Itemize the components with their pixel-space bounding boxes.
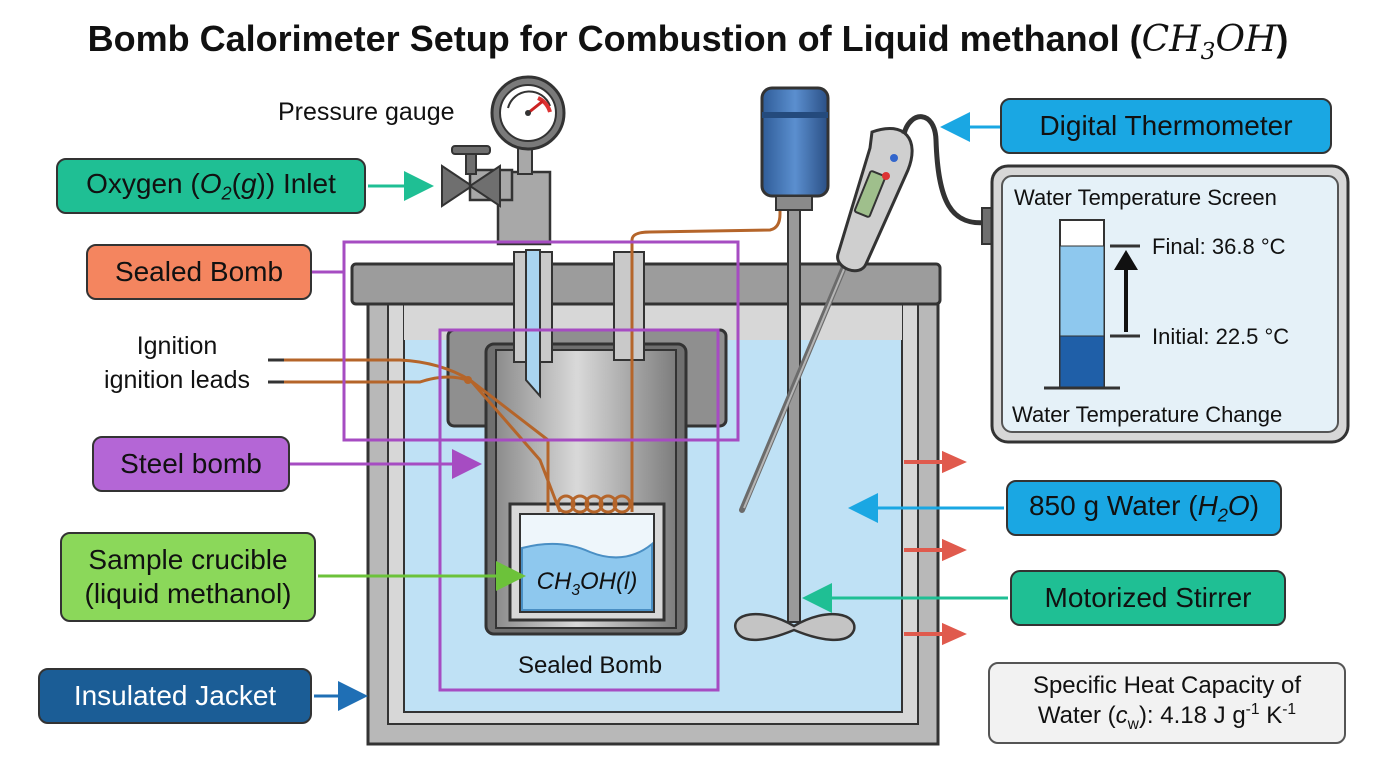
sample-formula-label: CH3OH(l)	[536, 568, 638, 599]
title-text: Bomb Calorimeter Setup for Combustion of…	[87, 18, 1142, 59]
steel-bomb-label: Steel bomb	[92, 436, 290, 492]
screen-header: Water Temperature Screen	[1014, 185, 1277, 210]
sealed-bomb-outline	[342, 240, 740, 692]
sample-crucible-label: Sample crucible (liquid methanol)	[60, 532, 316, 622]
heat-arrows	[904, 450, 967, 646]
screen-initial-reading: Initial: 22.5 °C	[1152, 324, 1290, 349]
screen-final-reading: Final: 36.8 °C	[1152, 234, 1286, 259]
water-label: 850 g Water (H2O)	[1006, 480, 1282, 536]
specific-heat-line2: Water (cw): 4.18 J g-1 K-1	[1037, 700, 1297, 733]
ignition-label-line2: ignition leads	[104, 365, 250, 394]
ignition-label-line1: Ignition	[136, 332, 218, 360]
diagram-title: Bomb Calorimeter Setup for Combustion of…	[0, 18, 1376, 65]
specific-heat-line1: Specific Heat Capacity of	[1032, 671, 1302, 699]
temperature-screen	[990, 164, 1350, 444]
motorized-stirrer-label: Motorized Stirrer	[1010, 570, 1286, 626]
pressure-gauge-label: Pressure gauge	[278, 98, 455, 126]
oxygen-inlet-label: Oxygen (O2(g)) Inlet	[56, 158, 366, 214]
ignition-coil	[556, 494, 632, 514]
specific-heat-label: Specific Heat Capacity of Water (cw): 4.…	[988, 662, 1346, 744]
oxygen-valve	[441, 137, 552, 246]
title-formula: CH3OH	[1141, 19, 1277, 66]
sealed-bomb-bottom-label: Sealed Bomb	[517, 652, 663, 679]
ignition-leads	[284, 192, 782, 513]
sample-crucible-line2: (liquid methanol)	[84, 578, 292, 609]
pressure-gauge	[490, 75, 566, 151]
ignition-label: Ignition ignition leads	[82, 330, 272, 398]
digital-thermometer-label: Digital Thermometer	[1000, 98, 1332, 154]
sample-crucible-line1: Sample crucible	[88, 544, 288, 576]
callout-arrows	[268, 112, 1008, 711]
motorized-stirrer	[734, 86, 856, 642]
title-close: )	[1276, 18, 1289, 59]
insulated-jacket-label: Insulated Jacket	[38, 668, 312, 724]
screen-footer: Water Temperature Change	[1012, 402, 1283, 427]
oxygen-tube	[513, 249, 645, 399]
digital-thermometer	[739, 114, 995, 513]
steel-bomb	[446, 328, 728, 636]
sealed-bomb-label: Sealed Bomb	[86, 244, 312, 300]
